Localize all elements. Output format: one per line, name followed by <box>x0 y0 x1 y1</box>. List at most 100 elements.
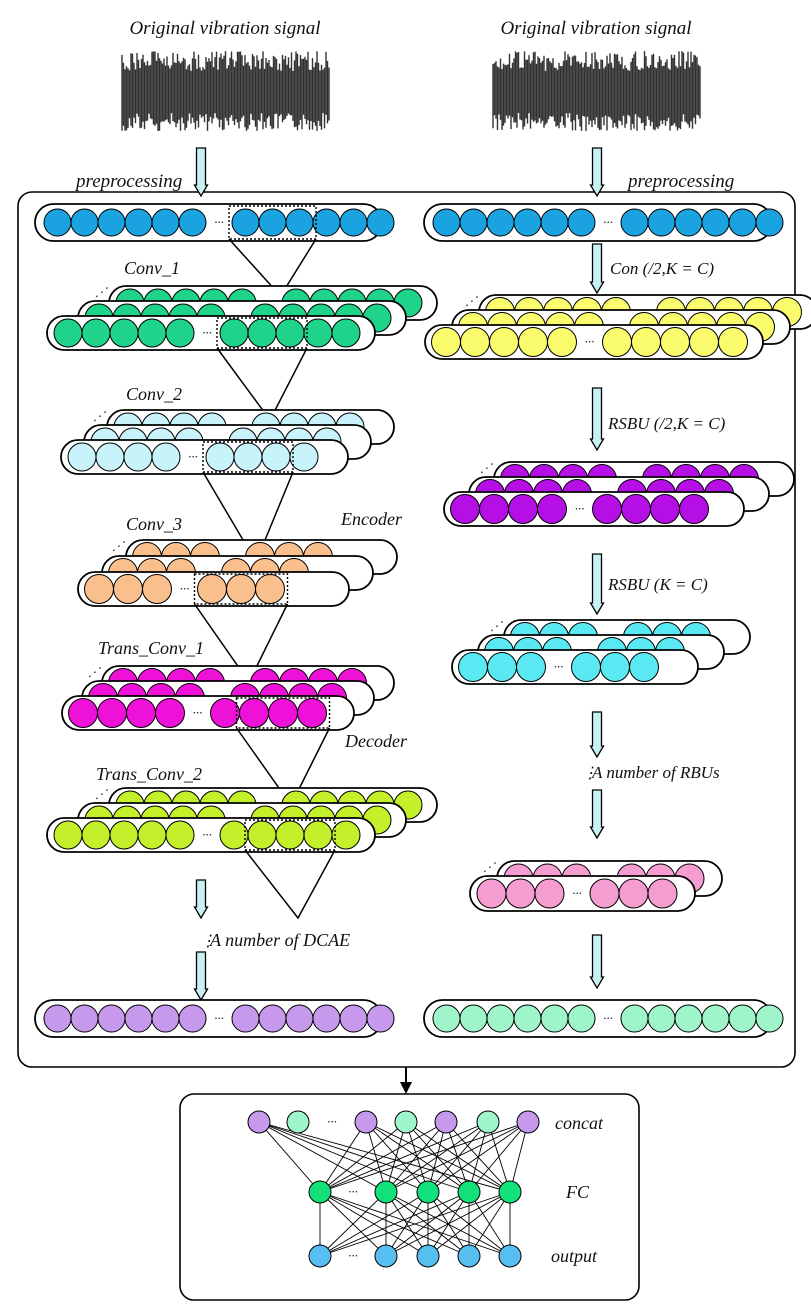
concat-neuron <box>394 1110 418 1134</box>
nn-edge <box>319 1121 489 1193</box>
ellipsis: ··· <box>202 827 212 842</box>
concat-label: concat <box>555 1113 604 1133</box>
neuron <box>70 208 99 237</box>
ellipsis: ··· <box>214 215 224 230</box>
ellipsis: ··· <box>180 581 190 596</box>
right-vibration-waveform <box>492 51 701 131</box>
neuron <box>70 1004 99 1033</box>
neuron <box>620 1004 649 1033</box>
kernel-window <box>216 317 308 349</box>
nn-edge <box>385 1191 470 1257</box>
neuron <box>165 820 195 850</box>
stack-dots: ⋰ <box>465 294 478 308</box>
nn-edge <box>427 1191 511 1257</box>
neuron <box>513 208 542 237</box>
neuron <box>255 574 285 604</box>
concat-neuron <box>516 1110 540 1134</box>
nn-edge <box>385 1121 447 1193</box>
neuron <box>247 820 277 850</box>
neuron <box>331 318 361 348</box>
concat-neuron <box>286 1110 310 1134</box>
neuron <box>508 494 538 524</box>
output-neuron <box>308 1244 332 1268</box>
neuron <box>728 1004 757 1033</box>
neuron <box>258 1004 287 1033</box>
neuron <box>113 574 143 604</box>
nn-edge <box>405 1121 429 1193</box>
neuron <box>518 327 548 357</box>
ellipsis: ··· <box>603 1011 613 1026</box>
neuron <box>289 442 319 472</box>
neuron <box>540 1004 569 1033</box>
trans-conv1-label: Trans_Conv_1 <box>98 638 204 658</box>
neuron <box>312 1004 341 1033</box>
neuron <box>261 442 291 472</box>
nn-edge <box>468 1191 511 1257</box>
neuron <box>487 652 517 682</box>
neuron <box>505 878 536 909</box>
rbu-repeat-label: A number of RBUs <box>591 763 720 782</box>
neuron <box>239 698 269 728</box>
neuron <box>226 574 256 604</box>
neuron <box>547 327 577 357</box>
kernel-window <box>235 697 331 729</box>
neuron <box>81 820 111 850</box>
decoder-label: Decoder <box>344 731 408 751</box>
neuron <box>540 208 569 237</box>
kernel-window <box>244 819 336 851</box>
neuron <box>53 820 83 850</box>
neuron <box>631 327 661 357</box>
neuron <box>621 494 651 524</box>
neuron <box>197 574 227 604</box>
neuron <box>516 652 546 682</box>
neuron <box>109 820 139 850</box>
right-preprocessing-label: preprocessing <box>626 171 734 192</box>
concat-neuron <box>247 1110 271 1134</box>
ellipsis: ··· <box>585 334 595 349</box>
neuron <box>567 208 596 237</box>
neuron <box>285 208 314 237</box>
neuron <box>331 820 361 850</box>
ellipsis: ··· <box>193 705 203 720</box>
fc-neuron <box>308 1180 332 1204</box>
stack-dots: ⋰ <box>480 461 493 475</box>
nn-edge <box>319 1121 447 1193</box>
neuron <box>366 1004 395 1033</box>
neuron <box>312 208 341 237</box>
neuron <box>600 652 630 682</box>
neuron <box>647 208 676 237</box>
output-neuron <box>416 1244 440 1268</box>
trans-conv2-label: Trans_Conv_2 <box>96 764 202 784</box>
stack-dots: ⋰ <box>95 787 108 801</box>
nn-edge <box>509 1121 529 1193</box>
ellipsis: ··· <box>214 1011 224 1026</box>
neuron <box>275 318 305 348</box>
nn-edge <box>385 1121 529 1193</box>
nn-edge <box>385 1191 511 1257</box>
nn-edge <box>365 1121 429 1193</box>
neuron <box>674 208 703 237</box>
neuron <box>247 318 277 348</box>
nn-edge <box>385 1121 407 1193</box>
neuron <box>43 1004 72 1033</box>
neuron <box>231 208 260 237</box>
nn-edge <box>319 1191 511 1257</box>
rbu-repeat-dots: ⋮ <box>582 765 598 782</box>
conv2-label: Conv_2 <box>126 384 182 404</box>
ellipsis: ··· <box>202 325 212 340</box>
neuron <box>458 652 488 682</box>
nn-edge <box>319 1191 470 1257</box>
stack-dots: ⋰ <box>88 665 101 679</box>
stack-dots: ⋰ <box>95 285 108 299</box>
neuron <box>137 318 167 348</box>
nn-edge <box>385 1121 489 1193</box>
dcae-arrow-2 <box>193 951 209 1002</box>
neuron <box>650 494 680 524</box>
kernel-window <box>193 573 289 605</box>
conv-projection <box>244 849 336 920</box>
nn-ellipsis: ··· <box>348 1248 358 1263</box>
neuron <box>84 574 114 604</box>
neuron <box>151 1004 180 1033</box>
conv1-label: Conv_1 <box>124 258 180 278</box>
